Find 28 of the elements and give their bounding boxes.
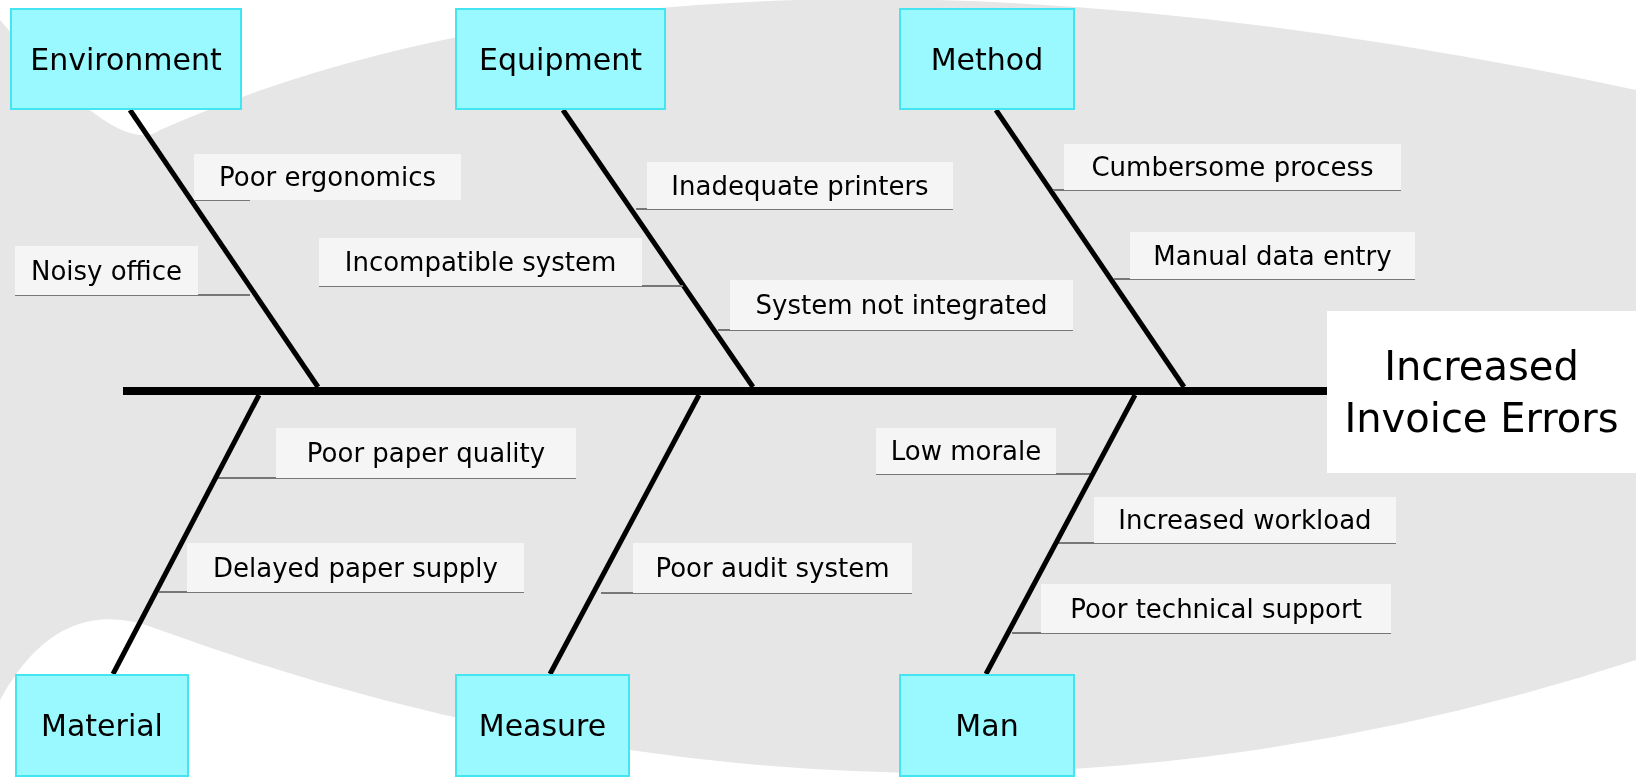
fish-spine [123,387,1327,395]
bone-line [560,108,756,389]
bone-line [110,393,262,676]
cause-text: Low morale [876,428,1056,474]
cause-text: Delayed paper supply [187,543,524,592]
cause-text: Poor technical support [1041,584,1391,633]
category-box: Environment [10,8,242,110]
cause-text: Poor audit system [633,543,912,593]
cause-text: Incompatible system [319,238,642,286]
category-box: Equipment [455,8,666,110]
leader-line [193,199,251,201]
effect-box: Increased Invoice Errors [1327,311,1636,473]
bone-line [983,393,1138,676]
cause-text: Increased workload [1094,497,1396,543]
bone-line [993,108,1187,389]
cause-text: System not integrated [730,280,1073,330]
cause-text: Manual data entry [1130,232,1415,279]
category-box: Man [899,674,1075,777]
bone-line [547,393,702,676]
cause-text: Noisy office [15,246,198,295]
cause-text: Inadequate printers [647,162,953,209]
cause-text: Poor ergonomics [194,154,461,200]
category-box: Material [15,674,189,777]
category-box: Measure [455,674,630,777]
cause-text: Cumbersome process [1064,144,1401,190]
bone-line [127,108,321,389]
cause-text: Poor paper quality [276,428,576,478]
category-box: Method [899,8,1075,110]
